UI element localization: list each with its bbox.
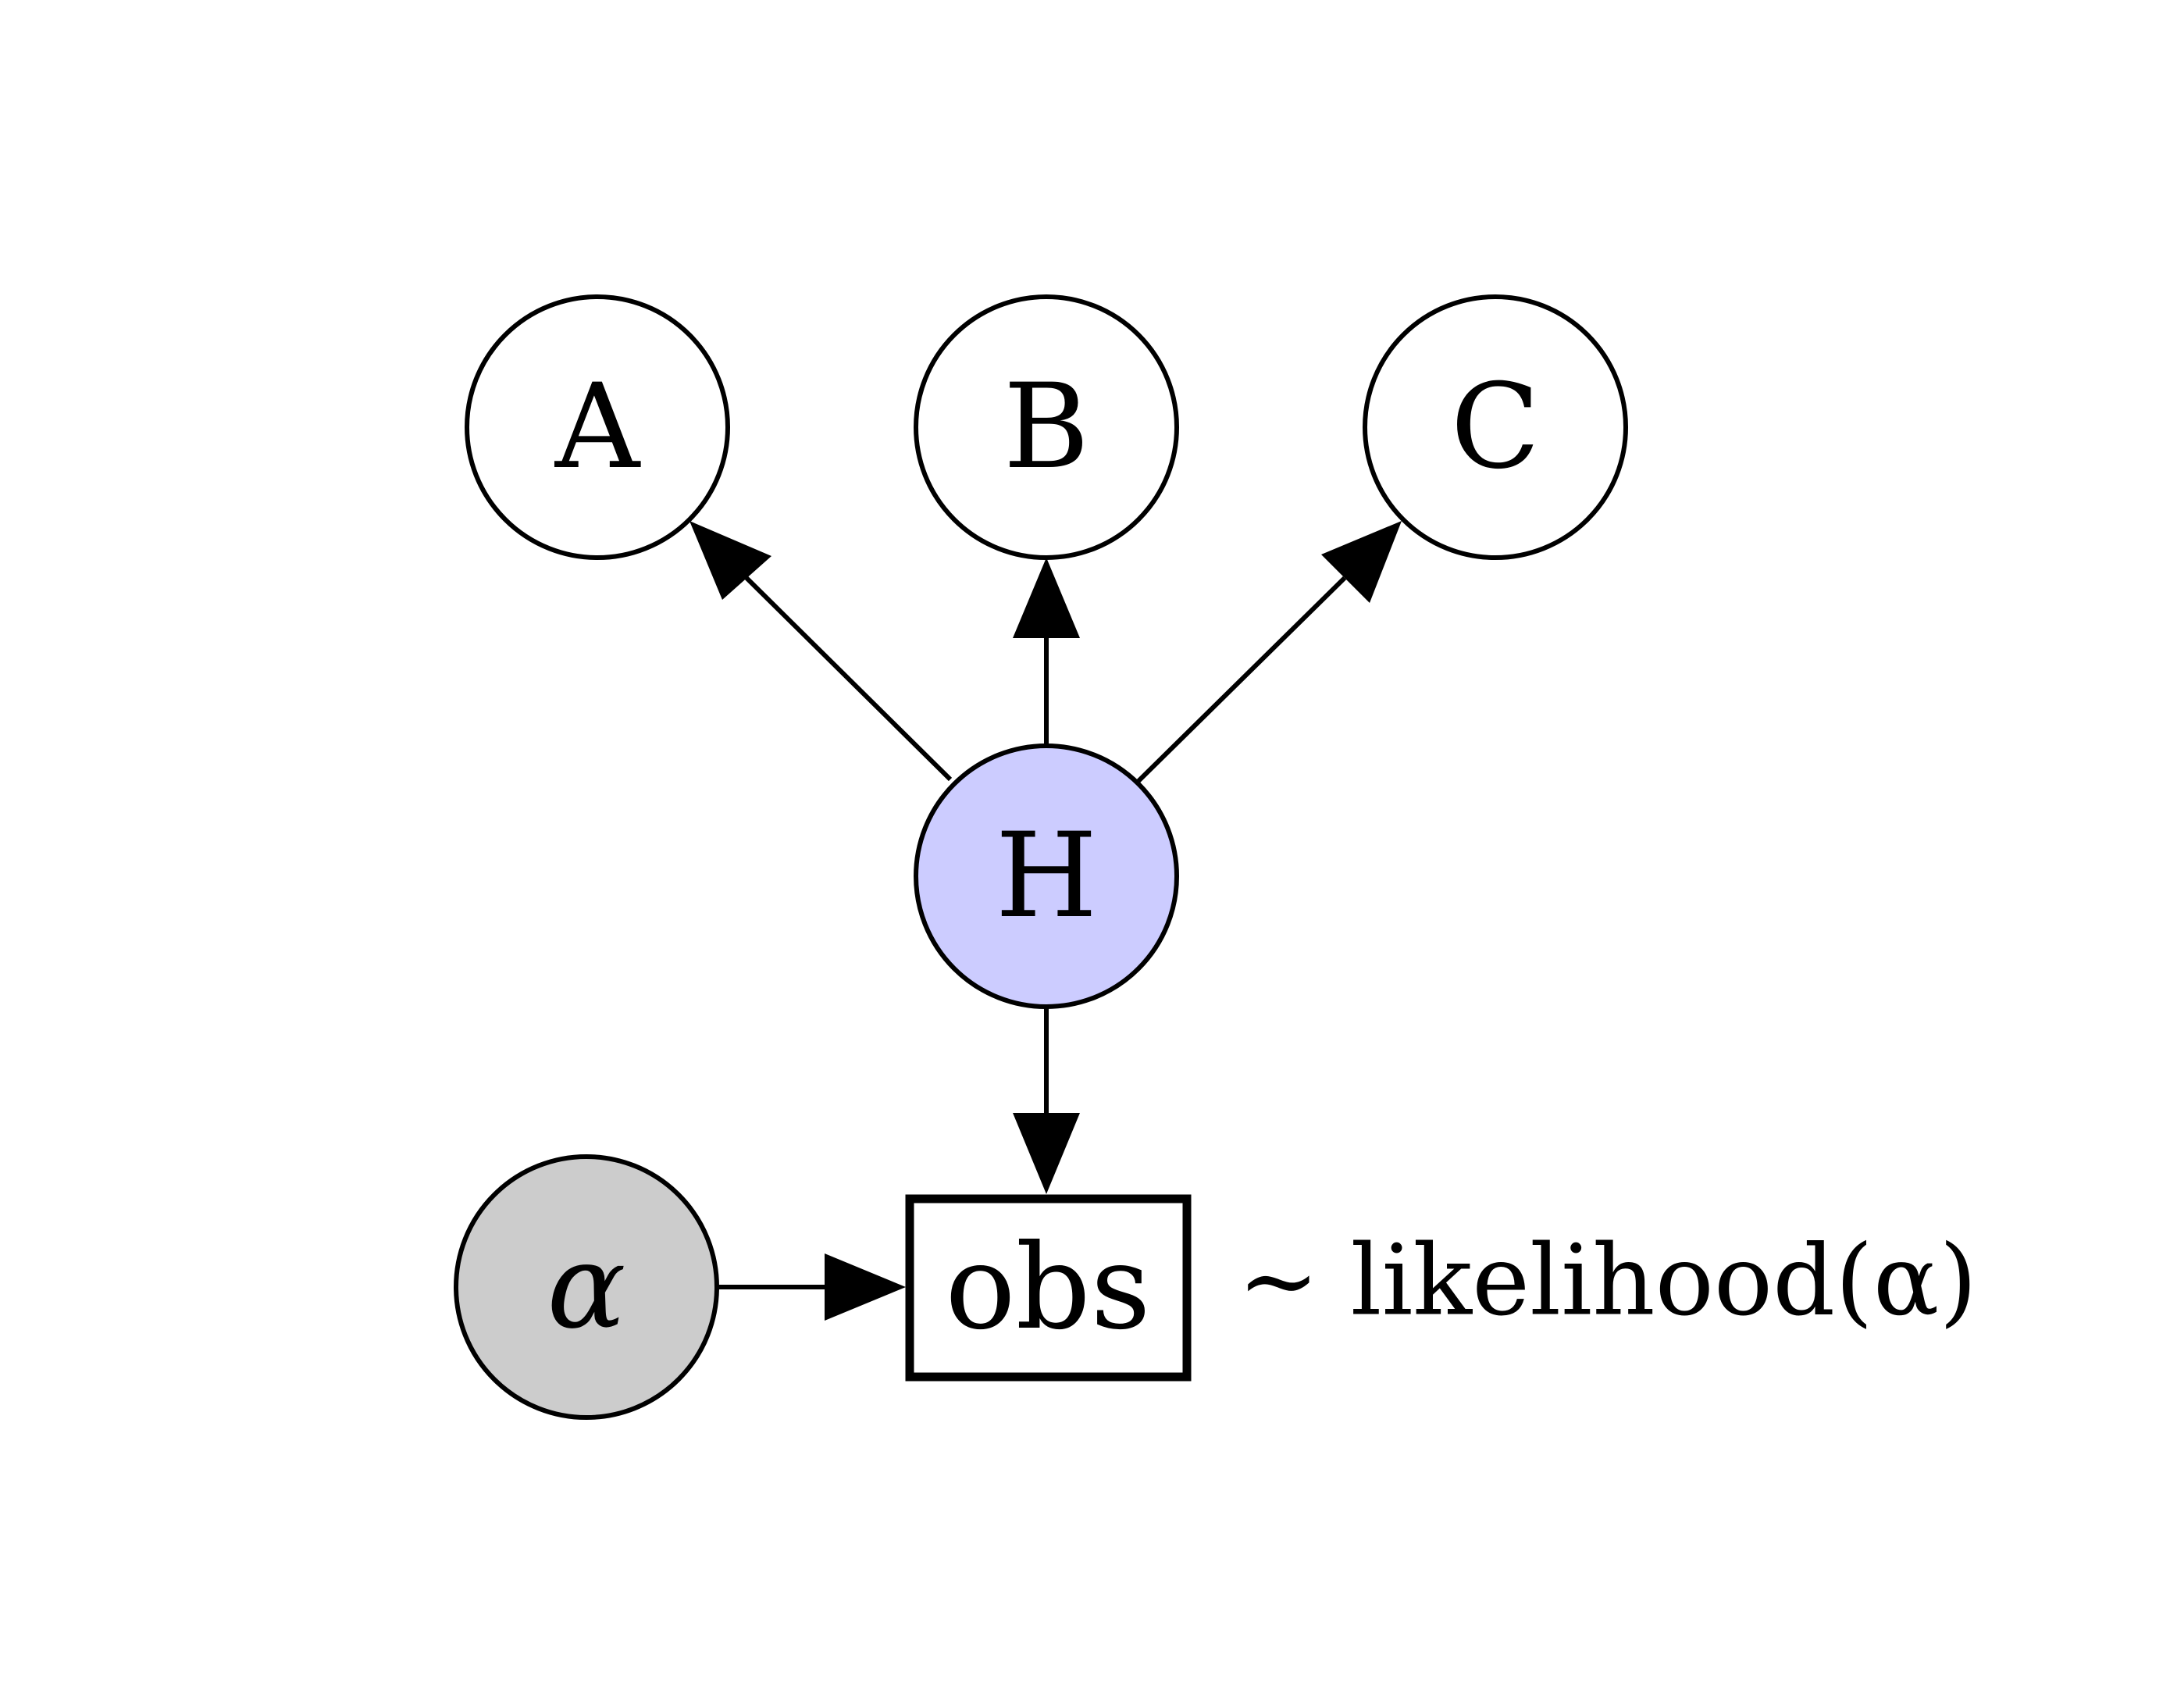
likelihood-annotation: ∼ likelihood(α) bbox=[1238, 1225, 1977, 1338]
edge-alpha-to-obs bbox=[717, 1253, 906, 1321]
edge-h-to-obs bbox=[1013, 1007, 1080, 1194]
node-c-circle bbox=[1363, 294, 1628, 560]
node-a-label: A bbox=[554, 359, 641, 495]
node-b-label: B bbox=[1003, 359, 1089, 495]
node-b-circle bbox=[914, 294, 1179, 560]
node-a-circle bbox=[465, 294, 730, 560]
node-obs: obs bbox=[905, 1194, 1192, 1382]
node-alpha-label: α bbox=[547, 1219, 625, 1355]
node-alpha-circle bbox=[454, 1154, 719, 1420]
node-obs-label: obs bbox=[945, 1220, 1150, 1356]
node-c: C bbox=[1363, 294, 1628, 560]
edge-h-to-c bbox=[1136, 521, 1402, 783]
edge-h-to-b bbox=[1013, 558, 1080, 746]
node-h-label: H bbox=[996, 808, 1098, 944]
node-h: H bbox=[914, 743, 1179, 1009]
node-a: A bbox=[465, 294, 730, 560]
node-h-circle bbox=[914, 743, 1179, 1009]
node-obs-box bbox=[905, 1194, 1192, 1382]
node-c-label: C bbox=[1451, 359, 1541, 495]
node-b: B bbox=[914, 294, 1179, 560]
edge-h-to-a bbox=[689, 521, 953, 782]
node-alpha: α bbox=[454, 1154, 719, 1420]
